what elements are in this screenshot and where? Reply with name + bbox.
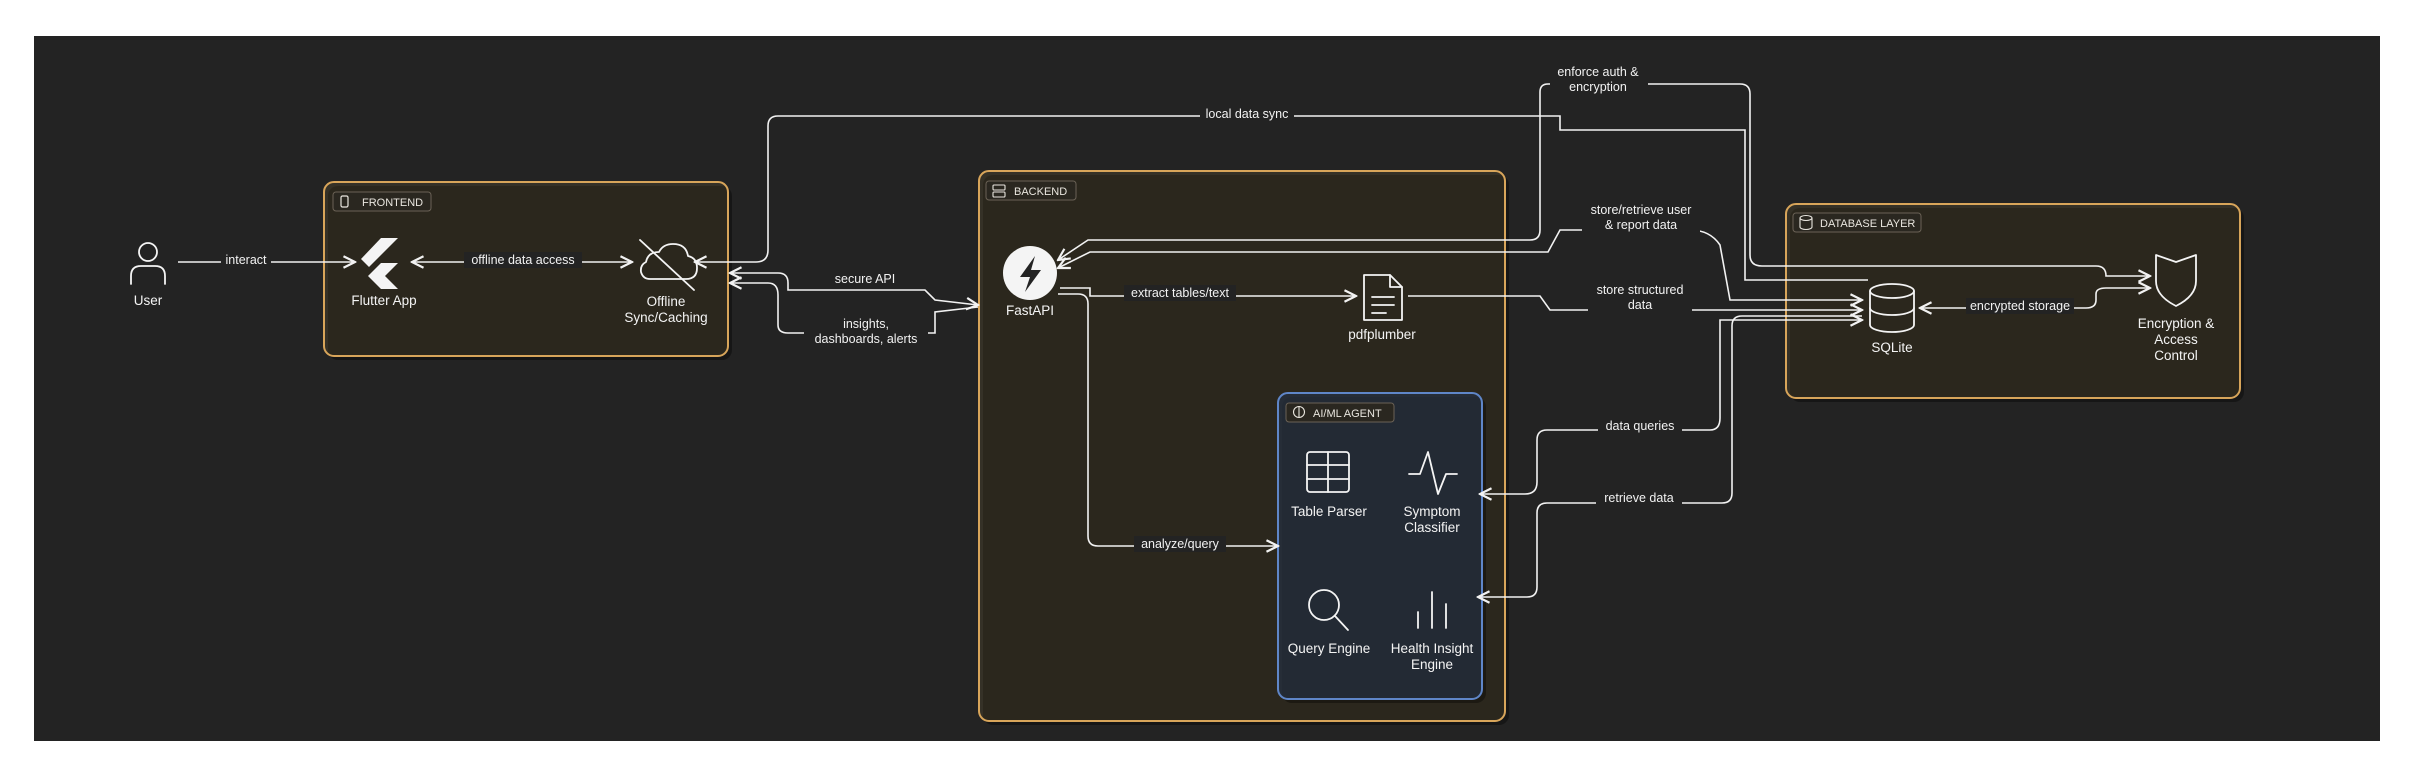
backend-tag: BACKEND	[1014, 186, 1067, 198]
node-encryption: Encryption & Access Control	[2138, 254, 2215, 363]
lightning-icon	[1003, 246, 1057, 300]
sqlite-label: SQLite	[1871, 340, 1912, 355]
database-cylinder-icon	[1869, 283, 1915, 333]
label-local-sync: local data sync	[1206, 107, 1289, 121]
node-offline-sync: Offline Sync/Caching	[624, 239, 708, 325]
label-store-structured-2: data	[1628, 298, 1652, 312]
node-table-parser: Table Parser	[1291, 451, 1367, 519]
user-label: User	[134, 293, 163, 308]
offline-label-2: Sync/Caching	[624, 310, 707, 325]
edge-labels: interact offline data access local data …	[221, 64, 2074, 552]
label-insights-2: dashboards, alerts	[815, 332, 918, 346]
agent-group: AI/ML AGENT	[1277, 392, 1486, 703]
edge-local-sync	[695, 115, 1868, 281]
health-insight-label-1: Health Insight	[1391, 641, 1474, 656]
encryption-label-1: Encryption &	[2138, 316, 2215, 331]
encryption-label-3: Control	[2154, 348, 2198, 363]
diagram-canvas	[34, 36, 2380, 741]
edge-insights	[730, 283, 979, 334]
label-interact: interact	[226, 253, 268, 267]
offline-label-1: Offline	[647, 294, 686, 309]
server-icon	[992, 184, 1006, 198]
node-health-insight: Health Insight Engine	[1391, 591, 1474, 672]
brain-icon	[1292, 405, 1306, 419]
bar-chart-icon	[1417, 591, 1447, 629]
edge-store-retrieve	[1058, 229, 1862, 300]
shield-icon	[2155, 254, 2197, 307]
query-engine-label: Query Engine	[1288, 641, 1371, 656]
pulse-icon	[1408, 451, 1458, 495]
cloud-off-icon	[639, 239, 698, 291]
database-tag: DATABASE LAYER	[1820, 218, 1915, 230]
agent-tag: AI/ML AGENT	[1313, 408, 1382, 420]
node-symptom-classifier: Symptom Classifier	[1403, 451, 1461, 535]
search-icon	[1308, 589, 1349, 631]
label-enforce-auth-2: encryption	[1569, 80, 1627, 94]
edge-secure-api	[730, 273, 978, 305]
label-enforce-auth-1: enforce auth &	[1557, 65, 1639, 79]
database-icon	[1799, 214, 1813, 231]
frontend-group: FRONTEND	[323, 181, 732, 360]
node-pdfplumber: pdfplumber	[1348, 274, 1416, 342]
symptom-label-2: Classifier	[1404, 520, 1460, 535]
node-user: User	[130, 242, 166, 308]
edge-enforce-auth	[1058, 83, 2150, 276]
label-secure-api: secure API	[835, 272, 895, 286]
node-fastapi: FastAPI	[1003, 246, 1057, 318]
flutter-label: Flutter App	[351, 293, 416, 308]
edge-data-queries	[1480, 320, 1862, 494]
symptom-label-1: Symptom	[1403, 504, 1460, 519]
edge-store-structured	[1408, 295, 1862, 310]
label-offline-access: offline data access	[471, 253, 574, 267]
encryption-label-2: Access	[2154, 332, 2198, 347]
label-data-queries: data queries	[1606, 419, 1675, 433]
frontend-tag: FRONTEND	[362, 197, 423, 209]
pdfplumber-label: pdfplumber	[1348, 327, 1416, 342]
label-insights-1: insights,	[843, 317, 889, 331]
user-icon	[130, 242, 166, 285]
label-analyze: analyze/query	[1141, 537, 1220, 551]
table-parser-label: Table Parser	[1291, 504, 1367, 519]
edges	[178, 83, 2150, 597]
fastapi-label: FastAPI	[1006, 303, 1054, 318]
label-encrypted-storage: encrypted storage	[1970, 299, 2070, 313]
node-query-engine: Query Engine	[1288, 589, 1371, 656]
node-flutter-app: Flutter App	[351, 238, 417, 308]
node-sqlite: SQLite	[1869, 283, 1915, 355]
label-retrieve-data: retrieve data	[1604, 491, 1674, 505]
label-store-retrieve-2: & report data	[1605, 218, 1677, 232]
table-icon	[1306, 451, 1350, 493]
label-extract: extract tables/text	[1131, 286, 1229, 300]
phone-icon	[340, 195, 349, 208]
edge-encrypted-storage	[1920, 288, 2150, 308]
label-store-structured-1: store structured	[1597, 283, 1684, 297]
health-insight-label-2: Engine	[1411, 657, 1453, 672]
label-store-retrieve-1: store/retrieve user	[1591, 203, 1692, 217]
flutter-icon	[361, 238, 398, 289]
document-icon	[1363, 274, 1403, 321]
